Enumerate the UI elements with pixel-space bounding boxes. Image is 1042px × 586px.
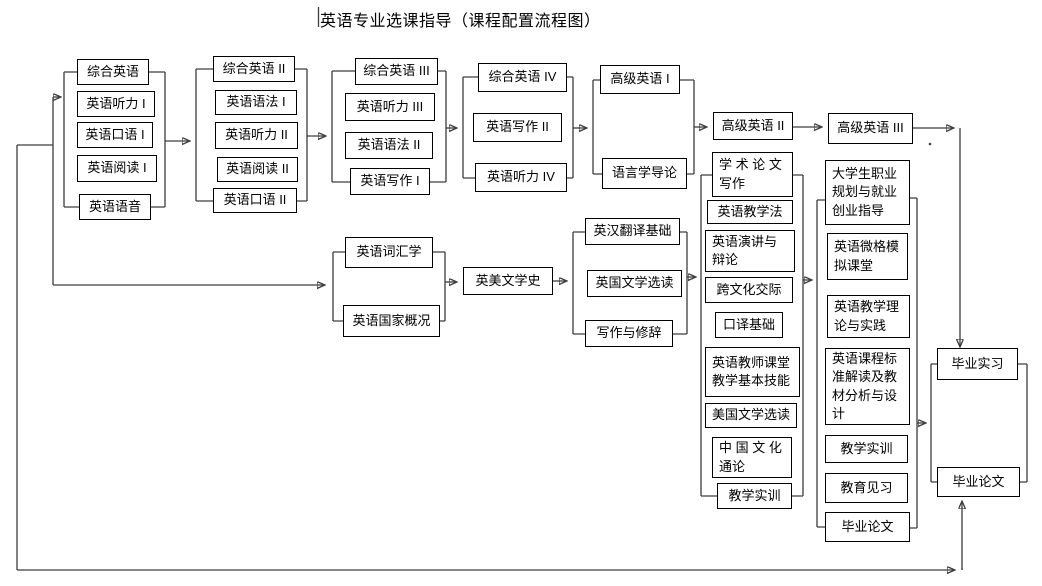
course-node: 高级英语 II bbox=[713, 112, 793, 140]
course-node: 学 术 论 文 写作 bbox=[712, 152, 793, 197]
course-node: 英语听力 I bbox=[77, 91, 155, 117]
course-node: 跨文化交际 bbox=[705, 277, 793, 303]
course-node: 综合英语 II bbox=[213, 56, 295, 82]
course-node: 综合英语 IV bbox=[478, 63, 567, 92]
course-node: 英语听力 IV bbox=[475, 163, 567, 192]
course-node: 英语阅读 II bbox=[217, 157, 298, 182]
course-node: 综合英语 bbox=[77, 59, 149, 85]
course-node: 中 国 文 化 通论 bbox=[712, 437, 792, 478]
course-node: 英语教学法 bbox=[707, 200, 793, 224]
course-node: 英语国家概况 bbox=[343, 305, 440, 337]
course-node: 教学实训 bbox=[825, 435, 908, 463]
course-node: 英语词汇学 bbox=[345, 237, 433, 268]
course-node: 英语微格模 拟课堂 bbox=[827, 233, 908, 280]
course-node: 美国文学选读 bbox=[705, 403, 797, 428]
course-node: 英语语音 bbox=[79, 194, 151, 220]
course-node: 英美文学史 bbox=[463, 267, 553, 295]
course-node: 英语口语 I bbox=[77, 122, 153, 148]
course-node: 英语教学理 论与实践 bbox=[827, 295, 910, 338]
course-node: 英语听力 III bbox=[345, 93, 435, 121]
course-node: 英语阅读 I bbox=[77, 155, 157, 182]
course-node: 综合英语 III bbox=[355, 58, 438, 85]
course-node: 口译基础 bbox=[715, 312, 783, 338]
course-node: 英语语法 I bbox=[215, 90, 297, 115]
course-node: 英国文学选读 bbox=[587, 270, 682, 297]
course-node: 英语写作 II bbox=[473, 113, 562, 142]
course-node: 毕业实习 bbox=[937, 348, 1018, 380]
diagram-title: 英语专业选课指导（课程配置流程图） bbox=[320, 13, 601, 30]
course-node: 语言学导论 bbox=[602, 158, 687, 189]
course-node: 毕业论文 bbox=[825, 512, 910, 542]
course-node: 英语课程标 准解读及教 材分析与设 计 bbox=[825, 348, 910, 425]
course-node: 英语语法 II bbox=[345, 132, 433, 159]
course-node: 教学实训 bbox=[717, 483, 792, 509]
course-node: 英语听力 II bbox=[215, 122, 298, 149]
course-node: 英语教师课堂 教学基本技能 bbox=[705, 347, 800, 397]
course-node: 英语演讲与 辩论 bbox=[705, 230, 795, 272]
course-node: 高级英语 III bbox=[828, 113, 913, 144]
course-node: 英语写作 I bbox=[350, 168, 430, 195]
course-node: 高级英语 I bbox=[600, 65, 680, 94]
course-node: 英语口语 II bbox=[213, 188, 297, 213]
course-node: 教育见习 bbox=[825, 473, 908, 503]
course-node: 英汉翻译基础 bbox=[585, 218, 680, 245]
course-node: 大学生职业 规划与就业 创业指导 bbox=[825, 160, 910, 225]
course-node: 写作与修辞 bbox=[585, 320, 673, 347]
course-node: 毕业论文 bbox=[937, 467, 1020, 497]
